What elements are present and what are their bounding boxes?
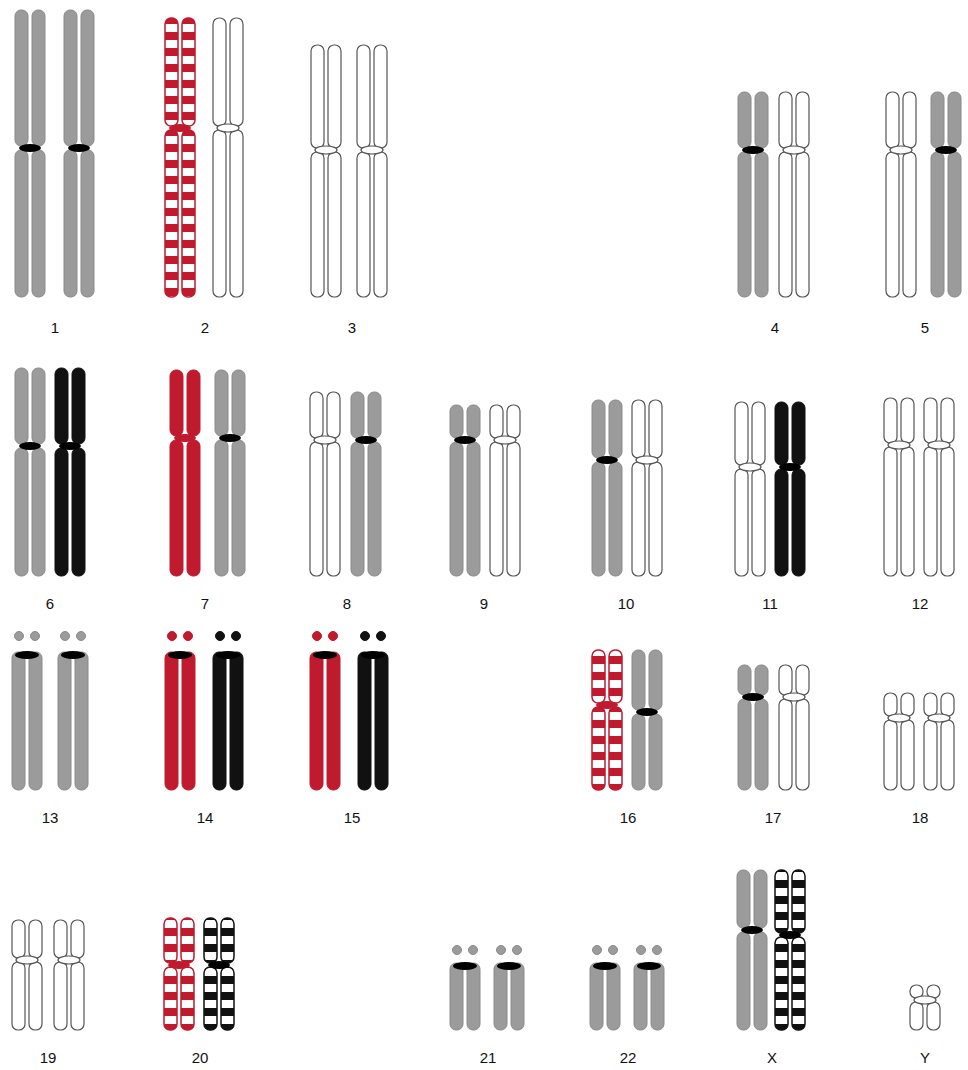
chromosome-number: 21	[480, 1049, 497, 1066]
chromosome	[165, 18, 195, 297]
chromosome	[311, 45, 341, 297]
acrocentric-chromosome	[165, 632, 195, 791]
chromosome	[310, 392, 340, 576]
chromosome-number: 20	[192, 1049, 209, 1066]
chromosome	[886, 92, 916, 297]
chromosome	[204, 918, 234, 1030]
chromosome	[738, 665, 768, 790]
chromosome-number: 12	[912, 595, 929, 612]
chromosome-number: 22	[620, 1049, 637, 1066]
chromosome-number: 8	[343, 595, 351, 612]
acrocentric-chromosome	[58, 632, 88, 791]
acrocentric-chromosome	[494, 946, 524, 1031]
acrocentric-chromosome	[358, 632, 388, 791]
chromosome	[592, 650, 622, 790]
chromosome	[737, 870, 767, 1030]
chromosome-number: 4	[771, 319, 779, 336]
chromosome	[884, 398, 914, 576]
acrocentric-chromosome	[634, 946, 664, 1031]
acrocentric-chromosome	[213, 632, 243, 791]
chromosome-number: 5	[921, 319, 929, 336]
chromosome-number: 14	[197, 809, 214, 826]
chromosome	[931, 92, 961, 297]
chromosome-number: X	[767, 1049, 777, 1066]
chromosome-number: 3	[348, 319, 356, 336]
chromosome-number: 13	[42, 809, 59, 826]
chromosome-number: 2	[201, 319, 209, 336]
chromosome	[779, 665, 809, 790]
chromosome	[490, 405, 520, 576]
chromosome	[213, 18, 243, 297]
chromosome	[910, 985, 940, 1030]
chromosome-number: 1	[51, 319, 59, 336]
chromosome	[15, 10, 45, 297]
acrocentric-chromosome	[450, 946, 480, 1031]
chromosome	[170, 370, 200, 576]
chromosome-number: 9	[480, 595, 488, 612]
chromosome	[775, 402, 805, 576]
chromosome-number: 15	[344, 809, 361, 826]
chromosome	[632, 400, 662, 576]
chromosome-number: 6	[46, 595, 54, 612]
acrocentric-chromosome	[12, 632, 42, 791]
chromosome	[12, 920, 42, 1030]
chromosome	[450, 405, 480, 576]
chromosome	[738, 92, 768, 297]
chromosome-number: Y	[920, 1049, 930, 1066]
chromosome	[55, 368, 85, 576]
chromosome	[775, 870, 805, 1030]
chromosome	[924, 398, 954, 576]
chromosome	[54, 920, 84, 1030]
chromosome	[884, 693, 914, 790]
chromosome-number: 17	[765, 809, 782, 826]
chromosome	[779, 92, 809, 297]
chromosome	[592, 400, 622, 576]
chromosome	[164, 918, 194, 1030]
chromosome-number: 11	[762, 595, 778, 612]
acrocentric-chromosome	[310, 632, 340, 791]
chromosome	[924, 693, 954, 790]
chromosome	[351, 392, 381, 576]
acrocentric-chromosome	[590, 946, 620, 1031]
chromosome	[357, 45, 387, 297]
chromosome-number: 7	[201, 595, 209, 612]
chromosome	[64, 10, 94, 297]
chromosome	[735, 402, 765, 576]
chromosome	[632, 650, 662, 790]
chromosome-number: 10	[618, 595, 635, 612]
chromosome	[15, 368, 45, 576]
chromosome-number: 18	[912, 809, 929, 826]
chromosome	[215, 370, 245, 576]
chromosome-number: 16	[620, 809, 637, 826]
chromosome-number: 19	[40, 1049, 57, 1066]
